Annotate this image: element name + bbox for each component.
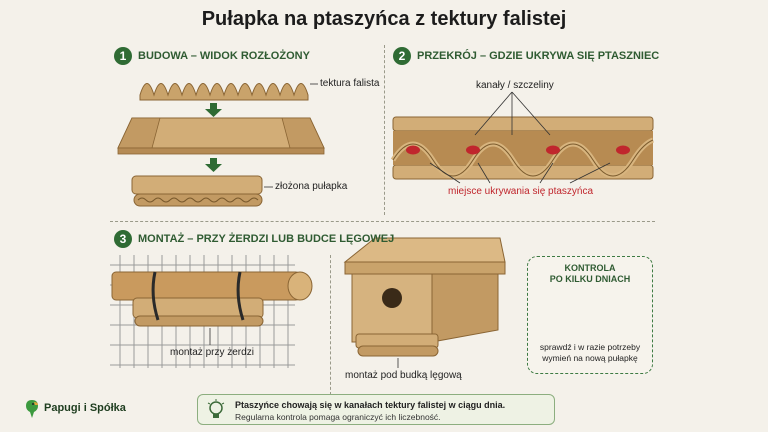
mite-icon — [616, 145, 630, 155]
control-panel: KONTROLA PO KILKU DNIACH sprawdź i w raz… — [527, 256, 653, 374]
strap-icon — [151, 271, 245, 321]
lightbulb-icon — [207, 399, 225, 418]
label-corrugated: tektura falista — [320, 78, 380, 89]
section-2-number: 2 — [393, 47, 411, 65]
nest-box — [343, 237, 506, 343]
section-1-heading: 1 BUDOWA – WIDOK ROZŁOŻONY — [114, 47, 310, 65]
divider-vertical — [384, 45, 385, 215]
info-line-1: Ptaszyńce chowają się w kanałach tektury… — [235, 400, 506, 410]
brand-name: Papugi i Spółka — [44, 402, 126, 414]
section-1-title: BUDOWA – WIDOK ROZŁOŻONY — [138, 50, 310, 62]
perch-trap — [132, 297, 264, 327]
down-arrow-icon — [205, 158, 222, 172]
section-3-number: 3 — [114, 230, 132, 248]
mite-icon — [406, 145, 420, 155]
divider-vertical — [330, 255, 331, 395]
mite-icon — [466, 145, 480, 155]
mite-icon — [546, 145, 560, 155]
section-3-heading: 3 MONTAŻ – PRZY ŻERDZI LUB BUDCE LĘGOWEJ — [114, 230, 394, 248]
parrot-icon — [26, 400, 38, 418]
label-perch-mount: montaż przy żerdzi — [170, 347, 254, 358]
info-box: Ptaszyńce chowają się w kanałach tektury… — [197, 394, 555, 425]
corrugated-sheet — [139, 83, 309, 101]
nest-box-trap — [355, 333, 439, 357]
label-channels: kanały / szczeliny — [476, 80, 554, 91]
unfolded-tray — [117, 117, 325, 155]
down-arrow-icon — [205, 103, 222, 117]
section-3-title: MONTAŻ – PRZY ŻERDZI LUB BUDCE LĘGOWEJ — [138, 233, 395, 245]
perch — [111, 271, 313, 301]
info-line-2: Regularna kontrola pomaga ograniczyć ich… — [235, 412, 441, 422]
section-1-number: 1 — [114, 47, 132, 65]
section-2-heading: 2 PRZEKRÓJ – GDZIE UKRYWA SIĘ PTASZNIEC — [393, 47, 659, 65]
brand-logo: Papugi i Spółka — [24, 398, 126, 418]
control-text: sprawdź i w razie potrzeby wymień na now… — [539, 342, 641, 363]
label-box-mount: montaż pod budką lęgową — [345, 370, 462, 381]
cross-section — [390, 116, 655, 180]
label-hiding-place: miejsce ukrywania się ptaszyńca — [448, 186, 594, 197]
label-folded-trap: złożona pułapka — [275, 181, 348, 192]
divider-horizontal — [110, 221, 655, 222]
control-title: KONTROLA PO KILKU DNIACH — [549, 263, 631, 284]
page-title: Pułapka na ptaszyńca z tektury falistej — [201, 8, 567, 30]
section-2-title: PRZEKRÓJ – GDZIE UKRYWA SIĘ PTASZNIEC — [417, 50, 660, 62]
folded-trap — [131, 175, 263, 207]
